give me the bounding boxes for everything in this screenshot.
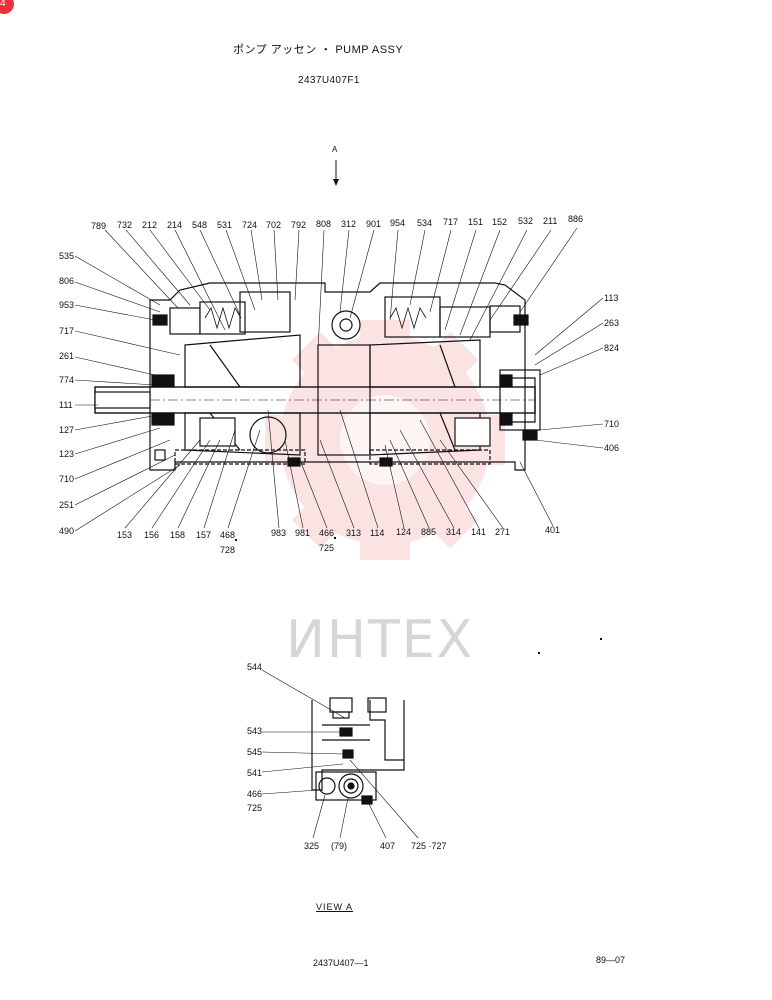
callout-label: 824 [604, 343, 620, 353]
drawing-code: 2437U407F1 [298, 75, 360, 86]
footer-drawing-number: 2437U407—1 [313, 958, 369, 968]
callout-label: 789 [91, 221, 107, 231]
callout-label: 127 [59, 425, 75, 435]
callout-label: 532 [518, 216, 534, 226]
callout-label: 261 [59, 351, 75, 361]
callout-label: 466 [247, 789, 263, 799]
callout-label: 885 [421, 527, 437, 537]
callout-label: 490 [59, 526, 75, 536]
dot-mark [538, 652, 540, 654]
callout-label: 313 [346, 528, 362, 538]
callout-label: 151 [468, 217, 484, 227]
callout-label: 251 [59, 500, 75, 510]
callout-label: 710 [604, 419, 620, 429]
view-arrow-label: A [332, 145, 338, 154]
callout-label: 314 [446, 527, 462, 537]
callout-label: 983 [271, 528, 287, 538]
callout-label: 728 [220, 545, 236, 555]
callout-label: 325 [304, 841, 320, 851]
dot-mark [235, 539, 237, 541]
callout-label: 543 [247, 726, 263, 736]
callout-label: 717 [443, 217, 459, 227]
callout-label: 717 [59, 326, 75, 336]
callout-label: 545 [247, 747, 263, 757]
callout-label: 152 [492, 217, 508, 227]
callout-label: 710 [59, 474, 75, 484]
callout-label: 466 [319, 528, 335, 538]
watermark-text: ИНТЕХ [286, 610, 475, 670]
callout-label: 407 [380, 841, 396, 851]
callout-label: 725 [319, 543, 335, 553]
callout-label: 901 [366, 219, 382, 229]
callout-label: 792 [291, 220, 307, 230]
callout-label: 153 [117, 530, 133, 540]
callout-label: 953 [59, 300, 75, 310]
callout-label: 732 [117, 220, 133, 230]
callout-label: 886 [568, 214, 584, 224]
callout-label: 111 [59, 400, 73, 410]
callout-label: 808 [316, 219, 332, 229]
callout-label: 271 [495, 527, 511, 537]
callout-label: 158 [170, 530, 186, 540]
callout-label: 211 [543, 216, 558, 226]
callout-label: 157 [196, 530, 212, 540]
callout-label: 212 [142, 220, 158, 230]
callout-label: 141 [471, 527, 487, 537]
callout-label: 531 [217, 220, 233, 230]
callout-label: 156 [144, 530, 160, 540]
callout-label: 535 [59, 251, 75, 261]
dot-mark [334, 537, 336, 539]
footer-date: 89—07 [596, 955, 626, 965]
callout-label: 954 [390, 218, 406, 228]
callout-label: 401 [545, 525, 561, 535]
callout-label: 114 [370, 528, 385, 538]
callout-label: 214 [167, 220, 183, 230]
callout-label: 548 [192, 220, 208, 230]
view-a-caption: VIEW A [316, 902, 354, 912]
callout-label: 544 [247, 662, 263, 672]
callout-label: 806 [59, 276, 75, 286]
corner-badge-number: 4 [0, 0, 6, 9]
callout-label: 541 [247, 768, 263, 778]
callout-label: 468 [220, 530, 236, 540]
callout-label: 534 [417, 218, 433, 228]
callout-label: 123 [59, 449, 75, 459]
callout-label: 406 [604, 443, 620, 453]
callout-label: 725 [247, 803, 263, 813]
callout-label: 124 [396, 527, 412, 537]
callout-label: 725 ·727 [411, 841, 447, 851]
callout-label: 263 [604, 318, 620, 328]
dot-mark [600, 638, 602, 640]
callout-label: 724 [242, 220, 258, 230]
page-title: ポンプ アッセン ・ PUMP ASSY [233, 44, 404, 56]
corner-badge: 4 [0, 0, 14, 14]
callout-label: 774 [59, 375, 75, 385]
callout-label: 981 [295, 528, 311, 538]
callout-label: 312 [341, 219, 357, 229]
callout-label: 113 [604, 293, 619, 303]
callout-label: 702 [266, 220, 282, 230]
callout-label: (79) [331, 841, 348, 851]
